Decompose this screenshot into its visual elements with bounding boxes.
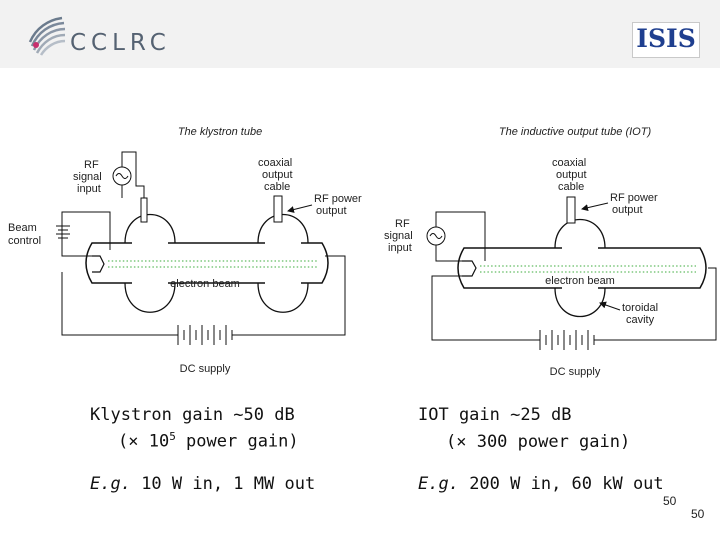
iot-coax-label-2: output — [556, 169, 587, 181]
iot-toroidal-label-2: cavity — [626, 314, 655, 326]
iot-rf-power-label-2: output — [612, 204, 643, 216]
klystron-coax-label-3: cable — [264, 181, 290, 193]
klystron-example-text: 10 W in, 1 MW out — [130, 474, 316, 494]
klystron-example-caption: E.g. 10 W in, 1 MW out — [90, 474, 315, 494]
klystron-dc-supply-battery — [170, 325, 245, 345]
klystron-rf-input-label-2: signal — [73, 171, 102, 183]
iot-rf-input-label-1: RF — [395, 218, 410, 230]
iot-gain-caption: IOT gain ~25 dB — [418, 405, 572, 425]
iot-cavities — [554, 218, 606, 318]
iot-coax-label-3: cable — [558, 181, 584, 193]
cclrc-swirl-icon — [28, 16, 66, 56]
klystron-cavities — [124, 213, 309, 313]
iot-diagram: The inductive output tube (IOT) electron… — [384, 126, 717, 378]
klystron-power-exponent: 5 — [169, 430, 176, 443]
klystron-rf-input-label-3: input — [77, 183, 101, 195]
klystron-tube — [85, 242, 329, 284]
cclrc-logo-text: CCLRC — [70, 30, 171, 56]
isis-logo: ISIS — [632, 22, 700, 58]
klystron-example-prefix: E.g. — [90, 474, 131, 494]
iot-cathode — [462, 260, 477, 277]
page-number-inner: 50 — [663, 494, 677, 508]
iot-electron-beam-label: electron beam — [545, 275, 615, 287]
iot-dc-supply-circuit — [431, 267, 717, 350]
header-bar: CCLRC ISIS — [0, 0, 720, 68]
klystron-power-suffix: power gain) — [175, 431, 299, 452]
klystron-input-coupler — [140, 197, 148, 223]
klystron-power-gain-caption: (× 105 power gain) — [118, 430, 299, 452]
iot-rf-input-label-2: signal — [384, 230, 413, 242]
iot-output-coupler — [566, 196, 576, 224]
klystron-cathode — [92, 255, 105, 273]
klystron-dc-supply-label: DC supply — [180, 363, 231, 375]
klystron-beam-control-circuit — [56, 211, 346, 336]
klystron-rf-input-label-1: RF — [84, 159, 99, 171]
iot-rf-input-label-3: input — [388, 242, 412, 254]
iot-toroidal-label-1: toroidal — [622, 302, 658, 314]
isis-logo-text: ISIS — [636, 24, 696, 53]
klystron-gain-caption: Klystron gain ~50 dB — [90, 405, 295, 425]
iot-power-gain-caption: (× 300 power gain) — [446, 432, 631, 452]
iot-example-caption: E.g. 200 W in, 60 kW out — [418, 474, 664, 494]
iot-dc-supply-label: DC supply — [550, 366, 601, 378]
klystron-title: The klystron tube — [178, 126, 262, 138]
iot-example-prefix: E.g. — [418, 474, 459, 494]
klystron-coax-label-1: coaxial — [258, 157, 292, 169]
page-number-outer: 50 — [691, 507, 705, 521]
klystron-output-coupler — [273, 195, 283, 223]
iot-coax-label-1: coaxial — [552, 157, 586, 169]
klystron-electron-beam-label: electron beam — [170, 278, 240, 290]
iot-rf-power-label-1: RF power — [610, 192, 658, 204]
klystron-beam-control-label-1: Beam — [8, 222, 37, 234]
klystron-beam-control-label-2: control — [8, 235, 41, 247]
klystron-coax-label-2: output — [262, 169, 293, 181]
iot-example-text: 200 W in, 60 kW out — [458, 474, 664, 494]
klystron-power-prefix: (× 10 — [118, 431, 170, 452]
klystron-rf-power-label-2: output — [316, 205, 347, 217]
klystron-diagram: The klystron tube electron beam — [8, 126, 362, 375]
iot-title: The inductive output tube (IOT) — [499, 126, 652, 138]
klystron-rf-power-label-1: RF power — [314, 193, 362, 205]
